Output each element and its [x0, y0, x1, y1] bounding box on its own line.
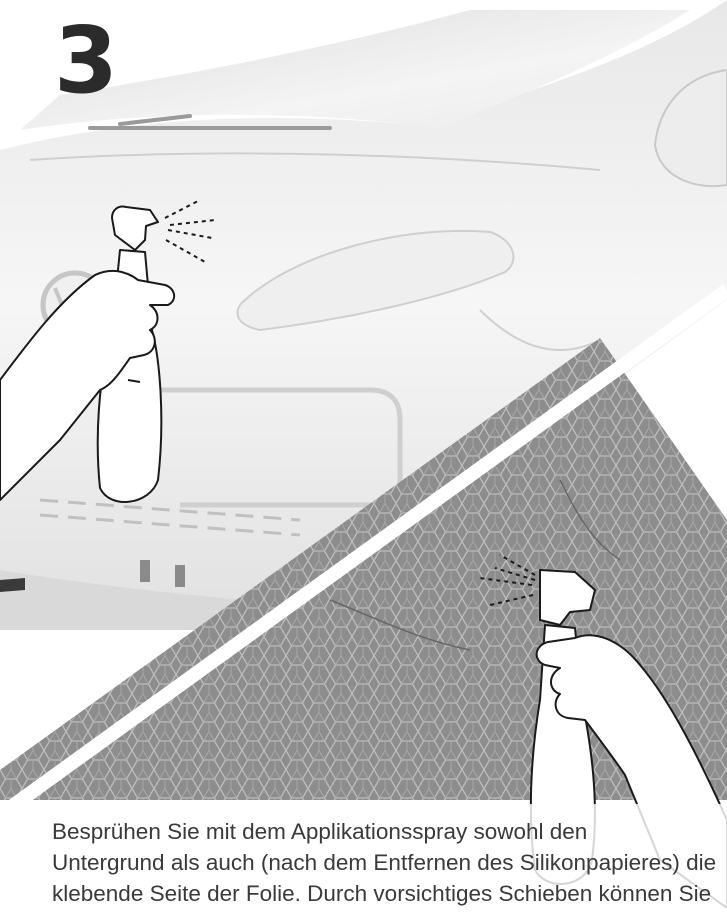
step-number: 3 [54, 6, 116, 116]
instruction-caption: Besprühen Sie mit dem Applikationsspray … [52, 816, 722, 909]
